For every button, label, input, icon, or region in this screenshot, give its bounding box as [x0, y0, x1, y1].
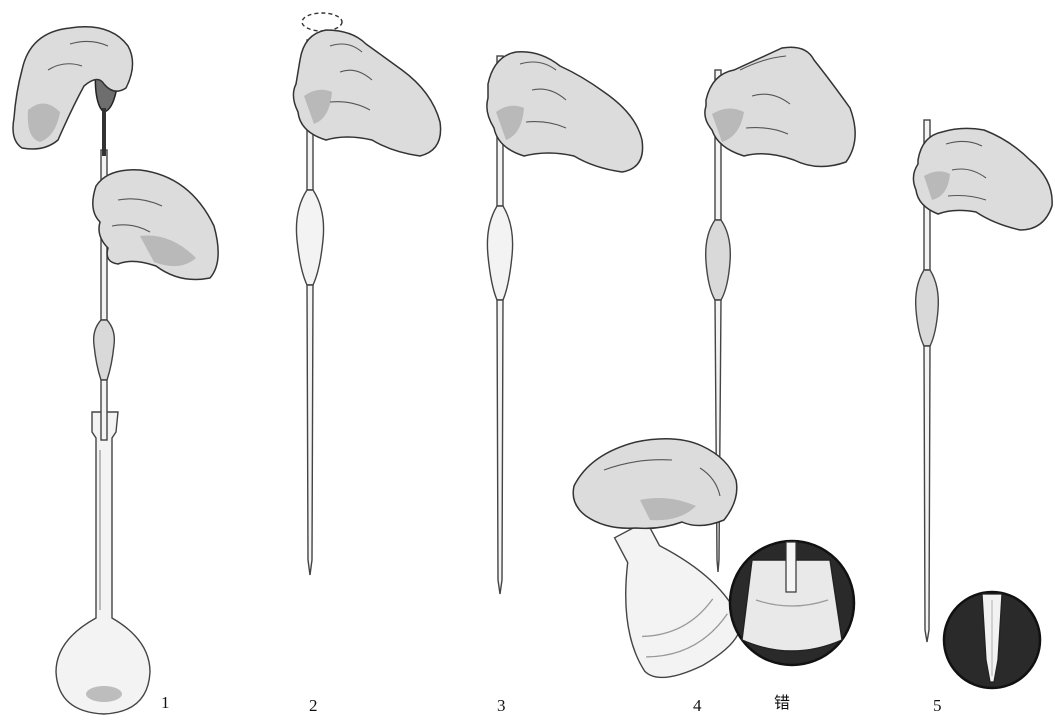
- step-5-illustration: [913, 120, 1052, 688]
- hand-icon: [487, 52, 643, 172]
- hand-icon: [573, 439, 737, 529]
- magnified-view-icon: [730, 541, 854, 665]
- hand-icon: [13, 27, 133, 149]
- hand-icon: [93, 170, 218, 280]
- hand-icon: [913, 128, 1052, 230]
- wrong-label: 错: [774, 695, 790, 711]
- step-label-5: 5: [933, 697, 942, 714]
- volumetric-flask-icon: [56, 412, 150, 714]
- step-1-illustration: [13, 27, 218, 714]
- fingertip-outline: [302, 13, 342, 31]
- step-label-2: 2: [309, 697, 318, 714]
- step-label-3: 3: [497, 697, 506, 714]
- step-label-1: 1: [161, 694, 170, 711]
- step-label-4: 4: [693, 697, 702, 714]
- hand-icon: [293, 30, 440, 156]
- hand-icon: [705, 47, 855, 166]
- pipette-tip-icon: [944, 592, 1040, 688]
- step-2-illustration: [293, 13, 440, 575]
- conical-flask-icon: [582, 504, 750, 691]
